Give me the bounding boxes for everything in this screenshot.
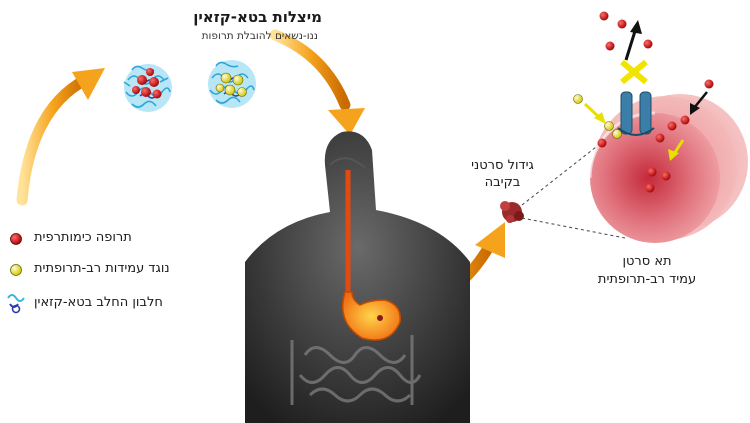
- cancer-cell-label: תא סרטן עמיד רב-תרופתית: [588, 253, 706, 289]
- legend-label-beta-casein: חלבון החלב בטא-קזאין: [34, 295, 163, 310]
- human-torso-illustration: [245, 131, 470, 423]
- micelles-subtitle: ננו-נשאים להובלת תרופות: [201, 30, 318, 42]
- arrow-to-micelles: [16, 68, 105, 206]
- cancer-cell-label-line1: תא סרטן: [622, 254, 672, 269]
- stomach: [341, 291, 401, 341]
- tumor-label-line2: בקיבה: [484, 175, 521, 190]
- micelles-title: מיצלות בטא-קזאין: [193, 8, 322, 26]
- micelle-drug-loaded: [123, 64, 172, 112]
- legend-label-chemo-drug: תרופה כימותרפית: [34, 230, 132, 245]
- drug-efflux-arrow: [624, 20, 642, 61]
- legend-red-drug-icon: [10, 233, 22, 245]
- stomach-tumor: [500, 201, 524, 223]
- intestines: [290, 335, 422, 405]
- arrow-to-stomach: [269, 29, 365, 135]
- micelle-inhibitor-loaded: [208, 60, 256, 108]
- tumor-label: גידול סרטני בקיבה: [445, 157, 560, 191]
- efflux-block-x-icon: [620, 59, 648, 85]
- legend-beta-casein-icon: [7, 294, 25, 314]
- efflux-pump-transporter: [617, 91, 655, 136]
- legend-item-chemo-drug: תרופה כימותרפית: [8, 228, 258, 250]
- legend-item-inhibitor: נוגד עמידות רב-תרופתית: [8, 259, 258, 281]
- tumor-label-line1: גידול סרטני: [471, 158, 534, 173]
- legend-label-inhibitor: נוגד עמידות רב-תרופתית: [34, 261, 170, 276]
- inhibitor-particles: [573, 94, 622, 139]
- cancer-cell-label-line2: עמיד רב-תרופתית: [597, 272, 697, 287]
- drug-particles: [597, 11, 714, 193]
- legend-yellow-inhibitor-icon: [10, 264, 22, 276]
- legend-item-beta-casein: חלבון החלב בטא-קזאין: [8, 293, 258, 315]
- drug-influx-arrows: [583, 91, 708, 161]
- cancer-cell: [588, 94, 748, 243]
